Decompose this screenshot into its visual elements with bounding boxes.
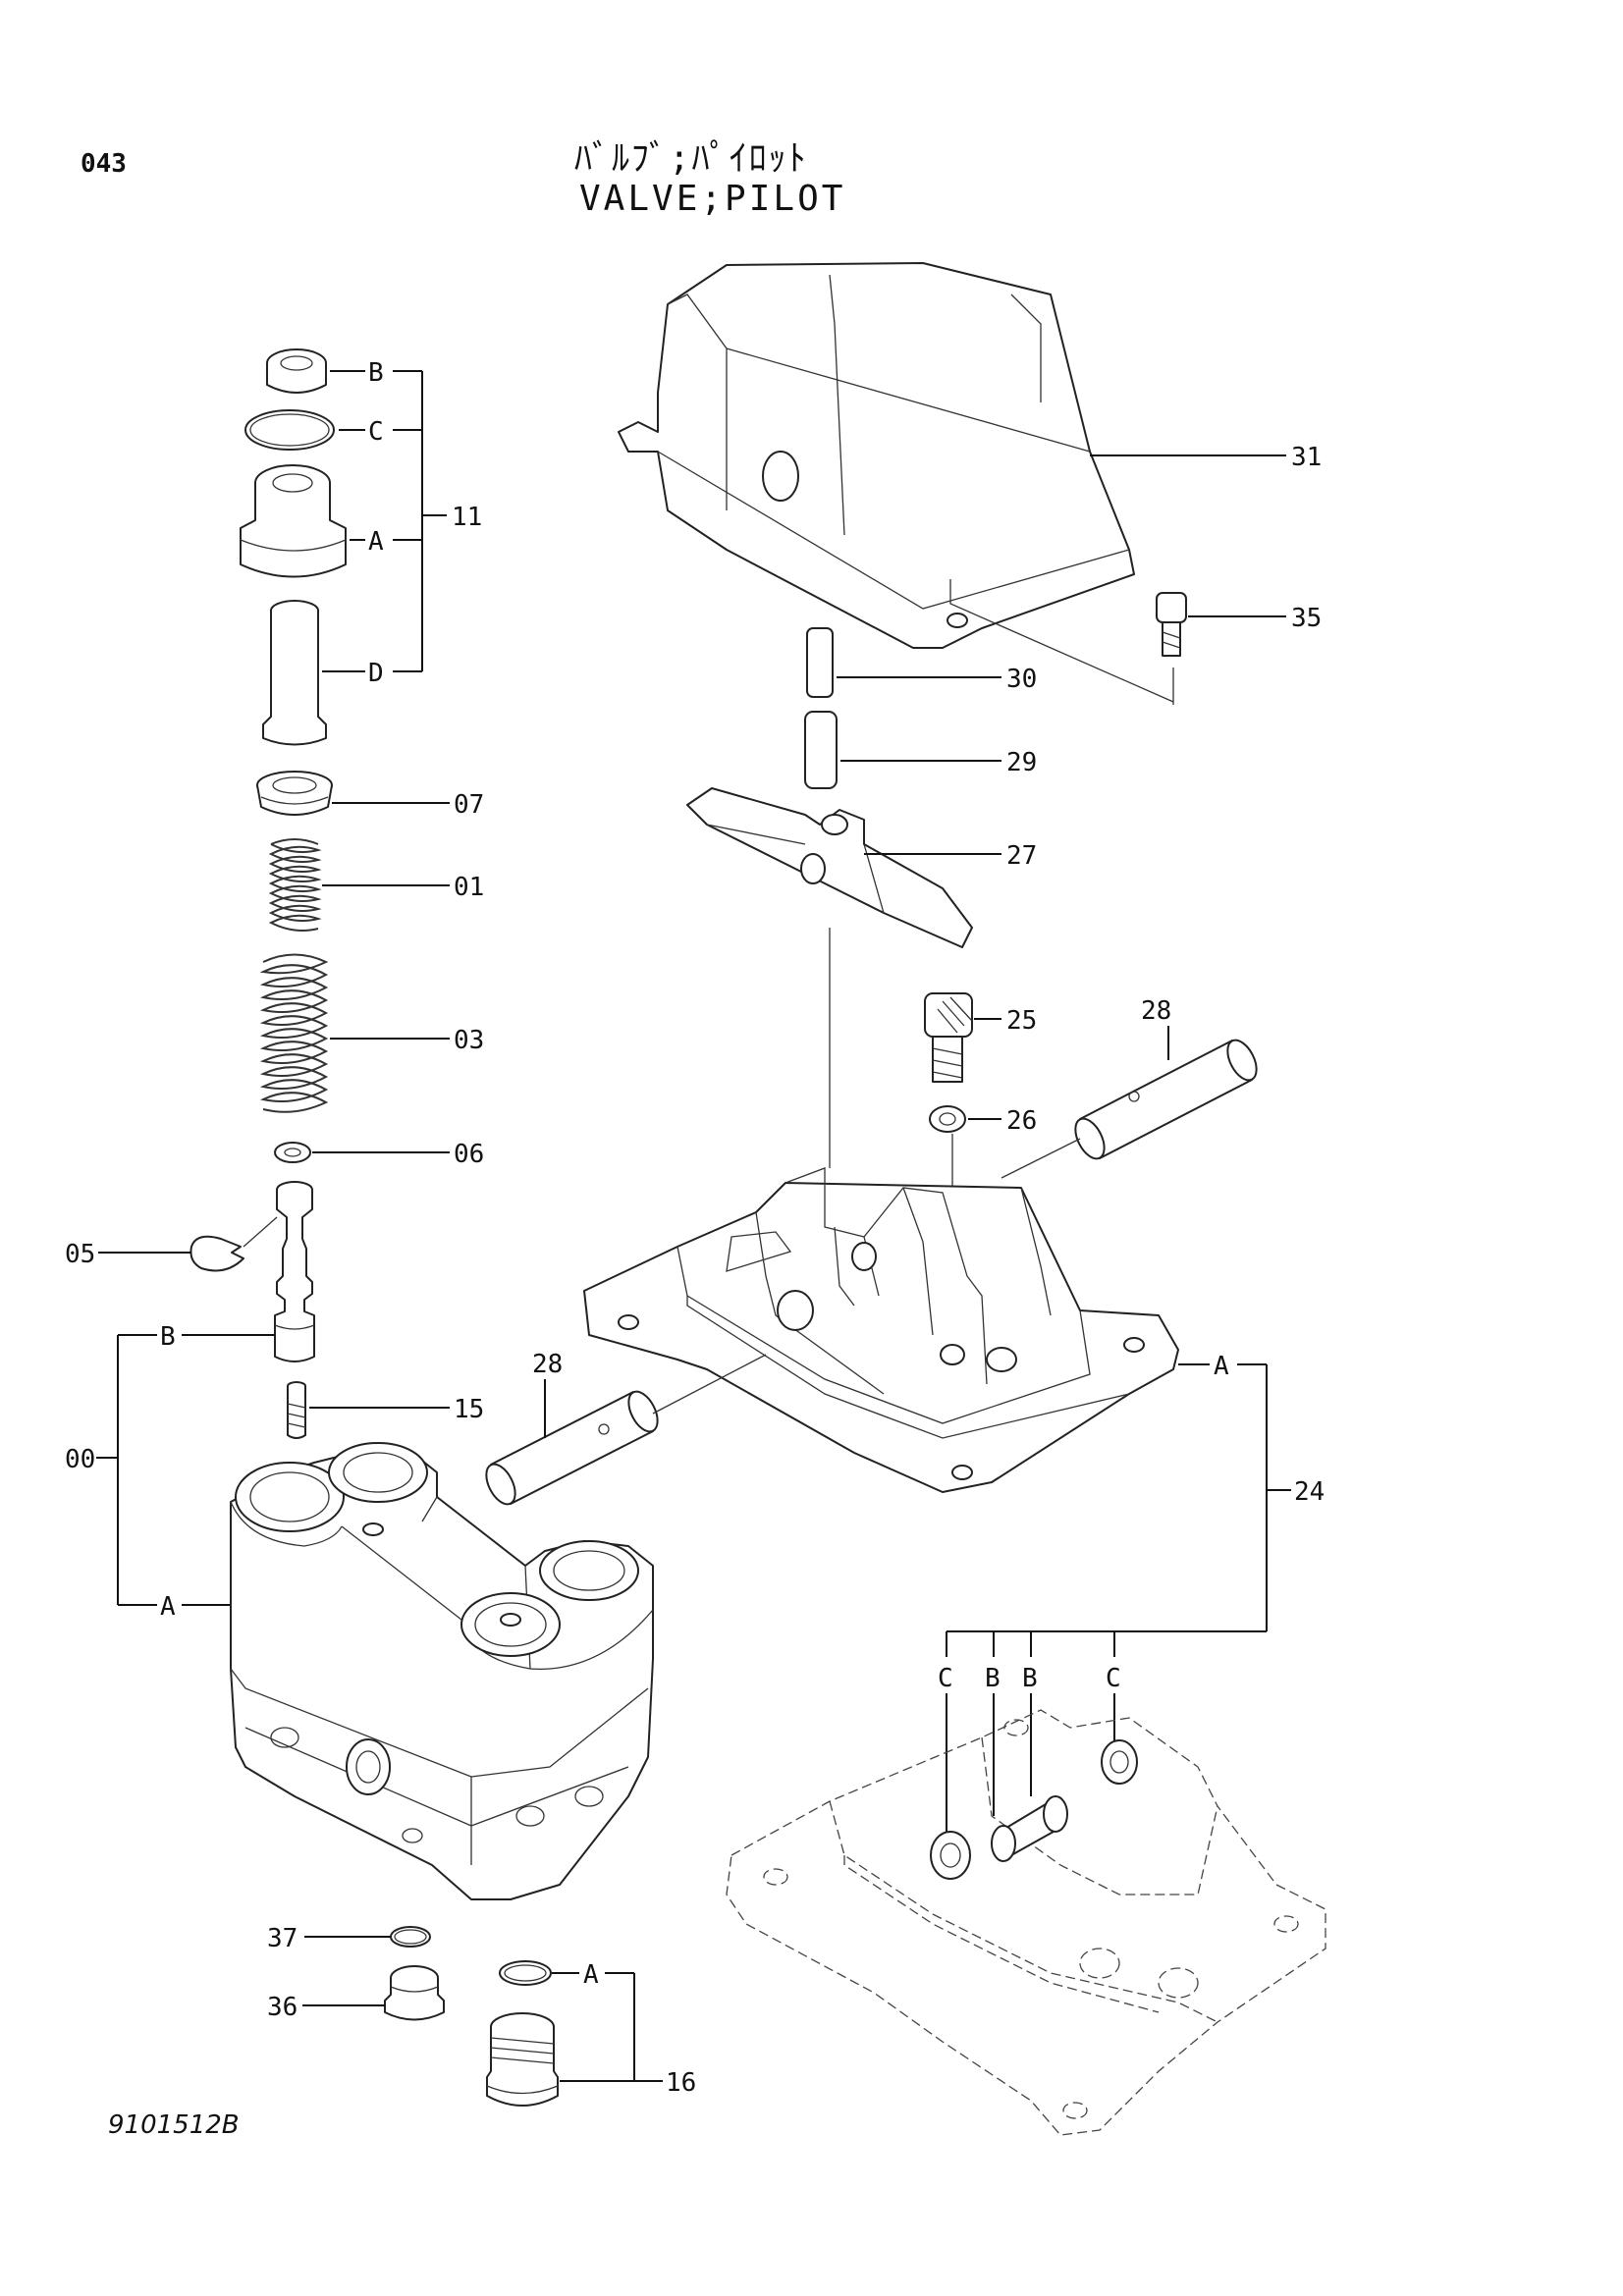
callout-28-upper: 28 — [1141, 996, 1171, 1026]
part-37-o-ring: 37 — [267, 1924, 431, 1953]
callout-30: 30 — [1006, 665, 1037, 694]
part-29-pin: 29 — [804, 711, 1037, 789]
part-05-clip: 05 — [65, 1216, 278, 1272]
callout-36: 36 — [267, 1993, 298, 2022]
callout-11-d: D — [368, 659, 384, 688]
callout-00: 00 — [65, 1445, 95, 1474]
phantom-base-plate — [726, 1709, 1326, 2136]
callout-24-b1: B — [985, 1664, 1001, 1693]
callout-11-b: B — [368, 358, 384, 388]
part-28-shaft-upper: 28 — [1001, 996, 1258, 1179]
part-16-connector: A 16 — [486, 1960, 696, 2107]
part-00-spool-assembly: 15 B 00 A — [65, 1181, 484, 1622]
callout-35: 35 — [1291, 604, 1322, 633]
drawing-code: 9101512B — [108, 2110, 240, 2140]
part-30-pin: 30 — [806, 627, 1037, 698]
part-01-spring: 01 — [268, 838, 484, 932]
callout-26: 26 — [1006, 1106, 1037, 1136]
callout-11-a: A — [368, 527, 384, 557]
title-english: VALVE;PILOT — [579, 179, 846, 219]
callout-05: 05 — [65, 1240, 95, 1269]
part-24-base-plate — [583, 1167, 1179, 1493]
callout-03: 03 — [454, 1026, 484, 1055]
callout-24: 24 — [1294, 1477, 1325, 1507]
part-28-shaft-lower: 28 — [485, 1350, 767, 1506]
page-number: 043 — [81, 149, 127, 179]
callout-24-a: A — [1214, 1352, 1229, 1381]
callout-25: 25 — [1006, 1006, 1037, 1036]
title-japanese: ﾊﾞﾙﾌﾞ;ﾊﾟｲﾛｯﾄ — [574, 138, 808, 179]
callout-16: 16 — [666, 2068, 696, 2098]
part-07-seat: 07 — [256, 771, 484, 820]
part-11-plunger-assembly: B C A D 11 — [240, 348, 482, 746]
callout-00-b: B — [160, 1322, 176, 1352]
callout-27: 27 — [1006, 841, 1037, 871]
callout-31: 31 — [1291, 443, 1322, 472]
part-31-cover: 31 — [618, 262, 1322, 703]
callout-01: 01 — [454, 873, 484, 902]
part-36-plug: 36 — [267, 1965, 445, 2022]
callout-24-bracket: A 24 C B B C — [938, 1352, 1325, 1845]
part-27-plate: 27 — [686, 787, 1037, 1168]
part-25-bolt: 25 — [924, 992, 1037, 1083]
part-03-spring: 03 — [259, 953, 484, 1113]
part-35-bolt: 35 — [1156, 592, 1322, 705]
callout-16-a: A — [583, 1960, 599, 1990]
callout-29: 29 — [1006, 748, 1037, 777]
callout-06: 06 — [454, 1140, 484, 1169]
callout-11: 11 — [452, 503, 482, 532]
callout-24-b2: B — [1022, 1664, 1038, 1693]
callout-15: 15 — [454, 1395, 484, 1424]
part-06-washer: 06 — [274, 1140, 484, 1169]
callout-24-c1: C — [938, 1664, 953, 1693]
part-00-casing — [230, 1442, 654, 1900]
callout-24-c2: C — [1106, 1664, 1121, 1693]
callout-00-a: A — [160, 1592, 176, 1622]
callout-37: 37 — [267, 1924, 298, 1953]
callout-28-lower: 28 — [532, 1350, 563, 1379]
callout-07: 07 — [454, 790, 484, 820]
callout-11-c: C — [368, 417, 384, 447]
